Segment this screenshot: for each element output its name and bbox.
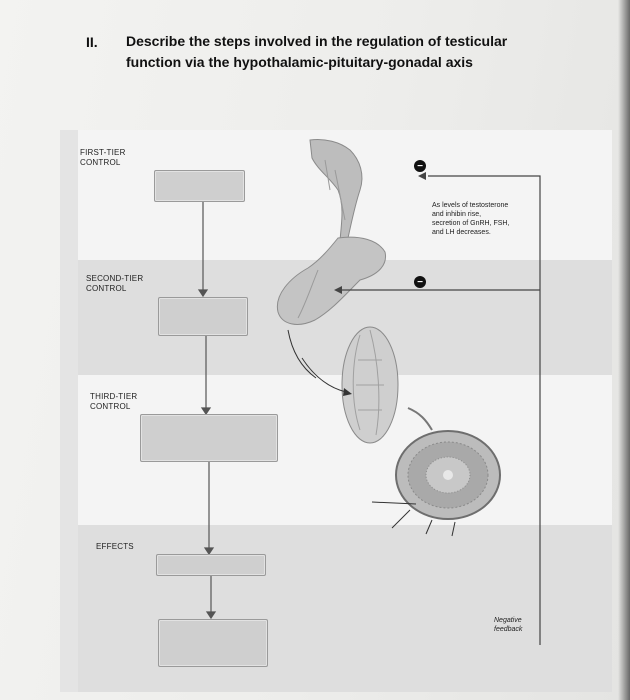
- page-edge-shadow: [618, 0, 630, 700]
- feedback-arrowhead-lower: [334, 286, 342, 294]
- answer-box-effects-2[interactable]: [158, 619, 268, 667]
- svg-text:−: −: [417, 277, 423, 288]
- negative-feedback-label: Negative feedback: [494, 617, 523, 633]
- flow-arrow-3-head: [203, 547, 215, 556]
- question-text: Describe the steps involved in the regul…: [126, 33, 508, 70]
- feedback-line-upper: [428, 175, 541, 360]
- question-number: II.: [86, 34, 98, 50]
- pituitary-gland-illustration: [276, 236, 387, 325]
- answer-box-effects-1[interactable]: [156, 554, 266, 576]
- tier-label-effects: EFFECTS: [96, 542, 134, 551]
- answer-box-second-tier[interactable]: [158, 297, 248, 336]
- flow-arrow-2-head: [200, 407, 212, 416]
- inhibition-marker-hypothalamus: [414, 160, 426, 172]
- feedback-arrowhead-upper: [418, 172, 426, 180]
- answer-box-first-tier[interactable]: [154, 170, 245, 202]
- svg-text:−: −: [417, 161, 423, 172]
- flow-arrow-1-head: [197, 289, 209, 298]
- answer-box-third-tier[interactable]: [140, 414, 278, 462]
- flow-arrow-4-head: [205, 611, 217, 620]
- hypothalamus-illustration: [309, 139, 363, 241]
- diagram-artwork: − −: [197, 139, 541, 645]
- feedback-annotation: As levels of testosterone and inhibin ri…: [432, 202, 510, 236]
- inhibition-marker-pituitary: [414, 276, 426, 288]
